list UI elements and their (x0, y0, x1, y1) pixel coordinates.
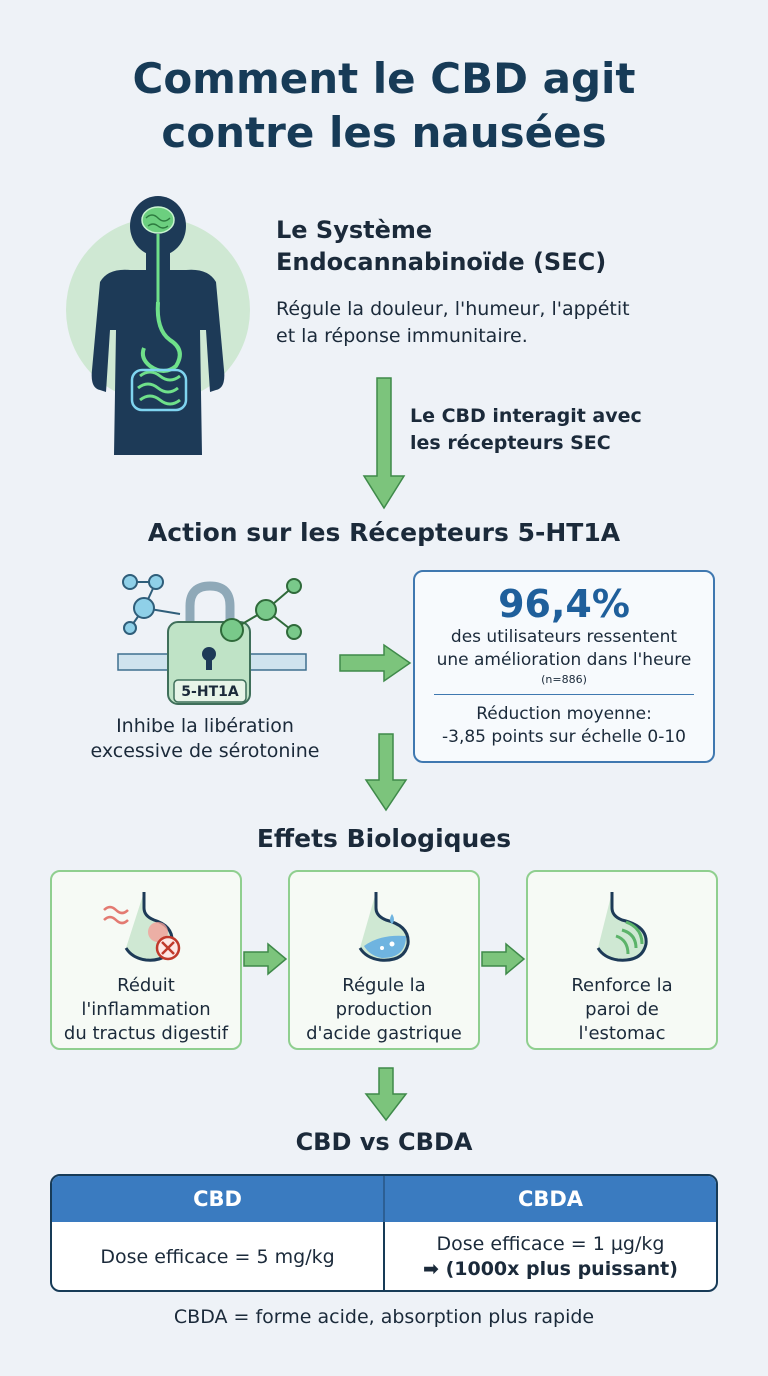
sec-title: Le Système Endocannabinoïde (SEC) (276, 214, 606, 278)
cell-cbd: Dose efficace = 5 mg/kg (52, 1222, 383, 1290)
stat-reduction-1: Réduction moyenne: (476, 704, 652, 724)
effect-card-inflammation: Réduit l'inflammation du tractus digesti… (50, 870, 242, 1050)
lock-icon: 5-HT1A (167, 581, 251, 705)
sec-title-line-1: Le Système (276, 216, 433, 244)
effect-2-line-2: production (335, 999, 433, 1020)
stat-line-2: une amélioration dans l'heure (436, 650, 692, 670)
stomach-wall-icon (596, 892, 648, 962)
effect-3-line-3: l'estomac (578, 1023, 666, 1044)
sec-description: Régule la douleur, l'humeur, l'appétit e… (276, 296, 736, 350)
col-header-cbd: CBD (193, 1187, 242, 1211)
stat-sample: (n=886) (541, 673, 587, 686)
sec-title-line-2: Endocannabinoïde (SEC) (276, 248, 607, 276)
arrow-label-line-1: Le CBD interagit avec (410, 405, 642, 427)
cbda-dose: Dose efficace = 1 µg/kg (436, 1233, 665, 1255)
footnote: CBDA = forme acide, absorption plus rapi… (173, 1306, 595, 1328)
down-arrow-icon (364, 733, 408, 812)
stat-reduction-2: -3,85 points sur échelle 0-10 (442, 727, 686, 747)
effect-text-3: Renforce la paroi de l'estomac (528, 974, 716, 1046)
effect-3-line-2: paroi de (585, 999, 659, 1020)
stat-divider (434, 694, 694, 695)
cell-cbda: Dose efficace = 1 µg/kg ➡ (1000x plus pu… (383, 1222, 716, 1290)
title-line-2: contre les nausées (161, 108, 607, 157)
comparison-table: CBD CBDA Dose efficace = 5 mg/kg Dose ef… (50, 1174, 718, 1292)
stat-value: 96,4% (498, 582, 630, 626)
digestive-system-icon (130, 301, 188, 412)
brain-icon (141, 206, 175, 234)
receptor-lock-illustration: 5-HT1A (117, 574, 307, 705)
effect-1-line-2: l'inflammation (81, 999, 211, 1020)
cbd-molecule-icon (220, 578, 302, 642)
comparison-header-row: CBD CBDA (52, 1176, 716, 1222)
effect-2-line-1: Régule la (342, 975, 426, 996)
page-title: Comment le CBD agit contre les nausées (0, 52, 768, 160)
col-header-cbda: CBDA (383, 1176, 716, 1222)
receptor-caption-line-1: Inhibe la libération (116, 715, 294, 737)
effect-1-line-3: du tractus digestif (63, 1023, 229, 1044)
effect-text-1: Réduit l'inflammation du tractus digesti… (52, 974, 240, 1046)
effect-1-line-1: Réduit (117, 975, 175, 996)
effect-3-line-1: Renforce la (571, 975, 673, 996)
down-arrow-icon (364, 1067, 408, 1122)
effect-card-acid: Régule la production d'acide gastrique (288, 870, 480, 1050)
cbda-note: ➡ (1000x plus puissant) (423, 1258, 678, 1280)
receptor-heading: Action sur les Récepteurs 5-HT1A (147, 518, 621, 547)
right-arrow-icon (243, 942, 288, 976)
arrow-label: Le CBD interagit avec les récepteurs SEC (410, 403, 642, 457)
title-line-1: Comment le CBD agit (132, 54, 636, 103)
receptor-caption: Inhibe la libération excessive de séroto… (70, 714, 340, 764)
stat-box: 96,4% des utilisateurs ressentent une am… (413, 570, 715, 763)
effects-heading: Effets Biologiques (256, 824, 512, 853)
effect-text-2: Régule la production d'acide gastrique (290, 974, 478, 1046)
sec-desc-line-1: Régule la douleur, l'humeur, l'appétit (276, 298, 630, 320)
stomach-acid-icon (358, 892, 410, 962)
molecule-icon (122, 574, 181, 635)
stat-line-1: des utilisateurs ressentent (450, 627, 678, 647)
cbd-dose: Dose efficace = 5 mg/kg (100, 1245, 335, 1268)
effect-card-wall: Renforce la paroi de l'estomac (526, 870, 718, 1050)
human-body-illustration (66, 196, 250, 455)
down-arrow-icon (362, 377, 406, 510)
effect-2-line-3: d'acide gastrique (306, 1023, 462, 1044)
comparison-heading: CBD vs CBDA (295, 1128, 473, 1156)
right-arrow-icon (481, 942, 526, 976)
right-arrow-icon (339, 643, 412, 683)
arrow-label-line-2: les récepteurs SEC (410, 432, 611, 454)
comparison-body-row: Dose efficace = 5 mg/kg Dose efficace = … (52, 1222, 716, 1290)
sec-desc-line-2: et la réponse immunitaire. (276, 325, 528, 347)
stomach-inflammation-icon (103, 892, 181, 962)
lock-label: 5-HT1A (181, 684, 239, 700)
receptor-caption-line-2: excessive de sérotonine (90, 740, 320, 762)
